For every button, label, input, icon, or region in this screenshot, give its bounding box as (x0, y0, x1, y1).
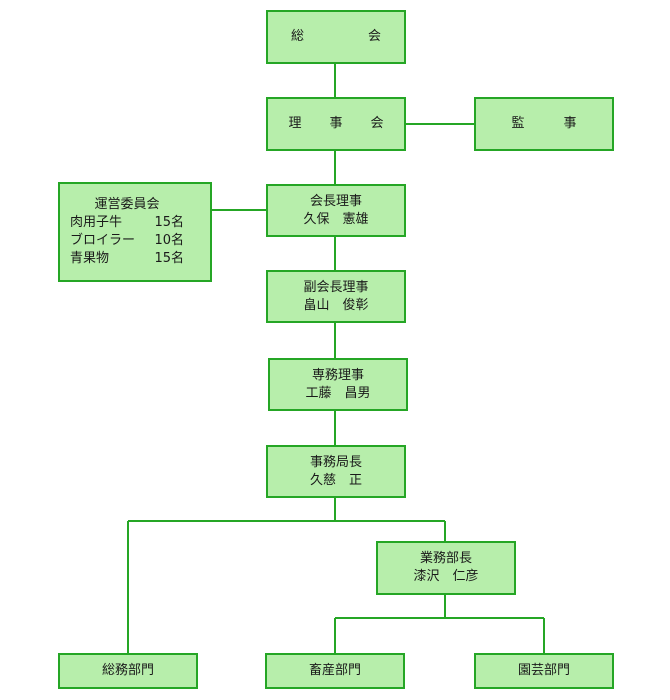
committee-row-name: ブロイラー (70, 233, 136, 248)
general-affairs-dept-label: 総務部門 (101, 663, 154, 678)
chairman-box: 会長理事 久保 憲雄 (266, 184, 406, 237)
committee-row-name: 肉用子牛 (70, 215, 123, 230)
committee-row-count: 15名 (154, 251, 184, 266)
committee-title: 運営委員会 (94, 197, 160, 212)
secretary-general-name: 久慈 正 (309, 472, 362, 488)
horticulture-dept-label: 園芸部門 (517, 663, 570, 678)
auditor-char-1: 監 (511, 116, 525, 131)
board-char-1: 理 (288, 116, 302, 131)
auditor-char-2: 事 (563, 116, 577, 131)
board-char-3: 会 (370, 116, 384, 131)
livestock-dept-box: 畜産部門 (265, 653, 405, 689)
executive-director-name: 工藤 昌男 (305, 385, 371, 401)
committee-row-count: 10名 (154, 233, 184, 248)
committee-row-count: 15名 (154, 215, 184, 230)
horticulture-dept-box: 園芸部門 (474, 653, 614, 689)
executive-director-title: 専務理事 (311, 367, 364, 383)
auditor-label: 監 事 (512, 115, 577, 133)
general-assembly-char-2: 会 (367, 29, 381, 44)
business-manager-title: 業務部長 (419, 551, 472, 566)
committee-row: 肉用子牛 15名 (70, 214, 184, 232)
board-char-2: 事 (329, 116, 343, 131)
business-manager-name: 漆沢 仁彦 (413, 569, 479, 584)
committee-row: 青果物 15名 (70, 250, 184, 268)
vice-chairman-name: 畠山 俊彰 (303, 297, 369, 313)
committee-row: ブロイラー 10名 (70, 232, 184, 250)
general-assembly-label: 総 会 (291, 28, 381, 46)
vice-chairman-box: 副会長理事 畠山 俊彰 (266, 270, 406, 323)
chairman-title: 会長理事 (309, 193, 362, 209)
secretary-general-title: 事務局長 (309, 454, 362, 470)
committee-row-name: 青果物 (70, 251, 110, 266)
secretary-general-box: 事務局長 久慈 正 (266, 445, 406, 498)
board-label: 理 事 会 (289, 115, 384, 133)
general-affairs-dept-box: 総務部門 (58, 653, 198, 689)
auditor-box: 監 事 (474, 97, 614, 151)
executive-director-box: 専務理事 工藤 昌男 (268, 358, 408, 411)
vice-chairman-title: 副会長理事 (303, 279, 369, 295)
general-assembly-box: 総 会 (266, 10, 406, 64)
chairman-name: 久保 憲雄 (303, 211, 369, 227)
livestock-dept-label: 畜産部門 (308, 663, 361, 678)
management-committee-box: 運営委員会 肉用子牛 15名 ブロイラー 10名 青果物 15名 (58, 182, 212, 282)
general-assembly-char-1: 総 (291, 29, 305, 44)
business-manager-box: 業務部長 漆沢 仁彦 (376, 541, 516, 595)
board-box: 理 事 会 (266, 97, 406, 151)
